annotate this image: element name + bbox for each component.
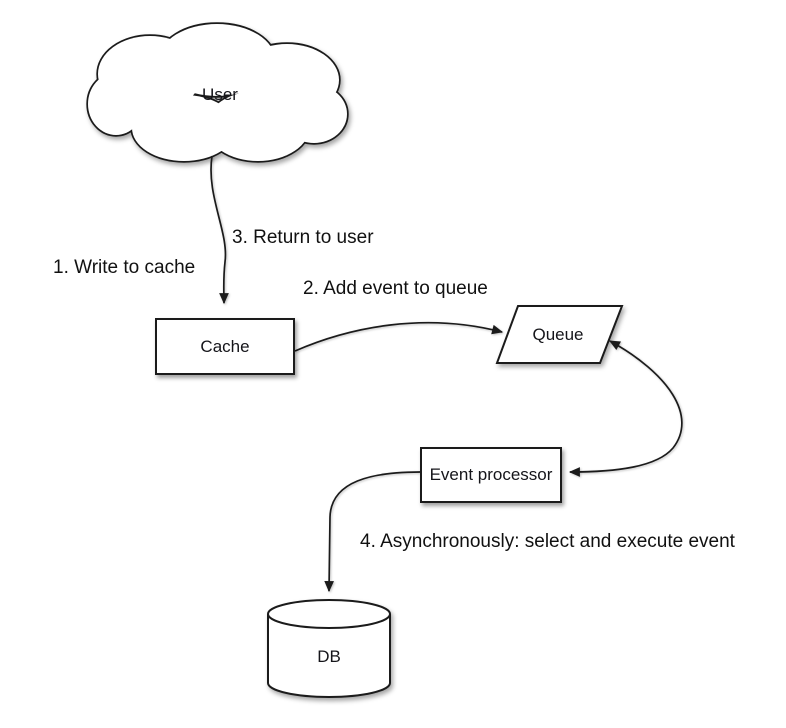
user-cache-arrow bbox=[210, 155, 229, 305]
step2-add-event-to-queue-label: 2. Add event to queue bbox=[303, 278, 488, 299]
db-node-label: DB bbox=[317, 647, 341, 666]
step3-return-to-user-label: 3. Return to user bbox=[232, 227, 374, 248]
event-processor-node-label: Event processor bbox=[429, 465, 553, 484]
step4-asynchronously-label: 4. Asynchronously: select and execute ev… bbox=[360, 531, 735, 552]
cache-node: Cache bbox=[155, 318, 295, 375]
event-processor-node: Event processor bbox=[420, 447, 562, 503]
queue-eventprocessor-arrow bbox=[568, 340, 683, 477]
cache-node-label: Cache bbox=[200, 336, 250, 356]
user-node-label: User bbox=[202, 85, 238, 104]
step1-write-to-cache-label: 1. Write to cache bbox=[53, 257, 196, 278]
queue-node-label: Queue bbox=[532, 325, 584, 344]
cache-queue-arrow bbox=[294, 321, 504, 352]
db-cylinder-shape bbox=[267, 599, 391, 698]
eventprocessor-db-arrow bbox=[324, 471, 421, 593]
user-cloud-shape bbox=[86, 22, 349, 163]
